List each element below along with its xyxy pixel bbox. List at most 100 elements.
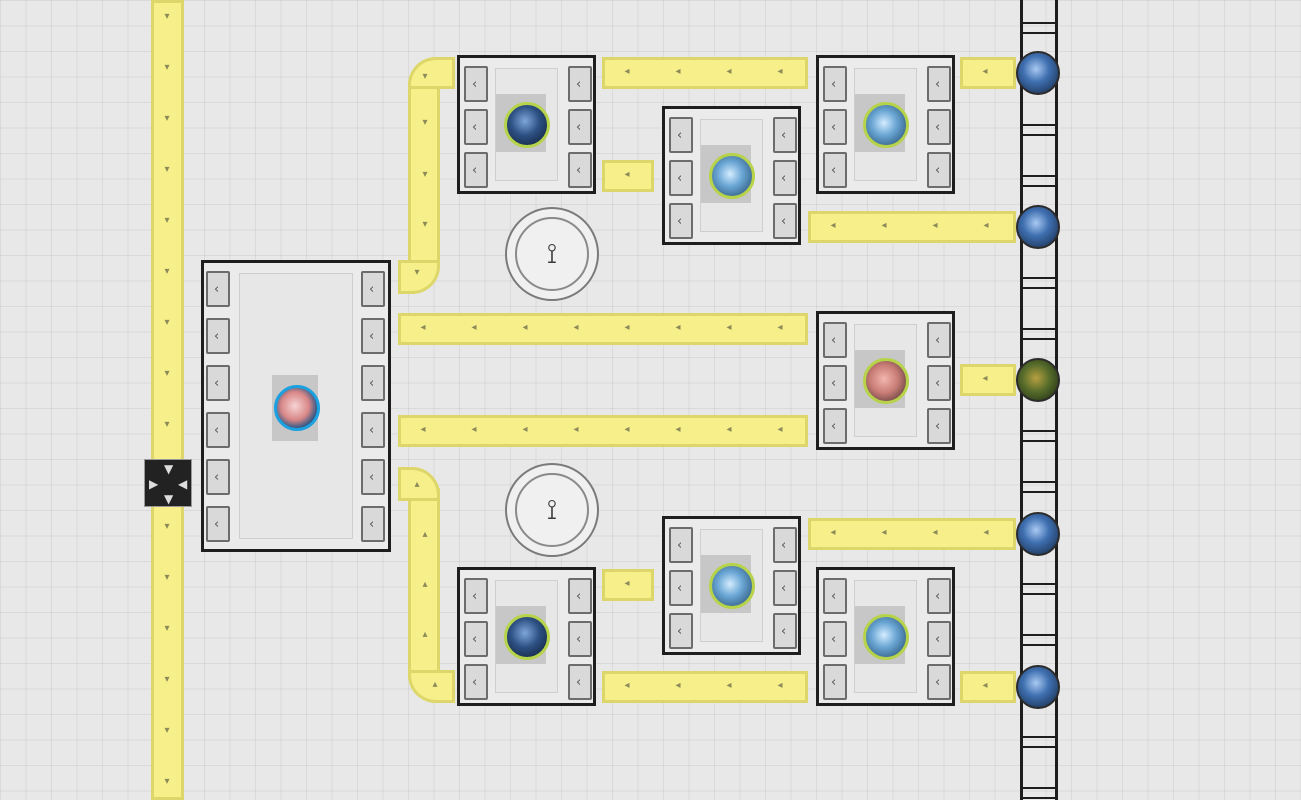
resource-port-2[interactable]: [1016, 205, 1060, 249]
belt-arrow-icon: ◂: [982, 66, 988, 77]
machine-slot[interactable]: ‹: [206, 271, 230, 307]
belt-bot-3[interactable]: [602, 671, 808, 703]
resource-port-5[interactable]: [1016, 665, 1060, 709]
small-machine[interactable]: ‹ ‹ ‹ ‹ ‹ ‹: [816, 567, 955, 706]
machine-slot[interactable]: ‹: [206, 318, 230, 354]
machine-slot[interactable]: ‹: [669, 613, 693, 649]
machine-slot[interactable]: ‹: [669, 570, 693, 606]
machine-slot[interactable]: ‹: [206, 365, 230, 401]
machine-slot[interactable]: ‹: [823, 408, 847, 444]
belt-top-3[interactable]: [960, 57, 1016, 89]
machine-slot[interactable]: ‹: [464, 109, 488, 145]
machine-slot[interactable]: ‹: [669, 160, 693, 196]
belt-arrow-icon: ▾: [422, 71, 428, 82]
machine-slot[interactable]: ‹: [669, 117, 693, 153]
bus-notch: [1022, 277, 1056, 289]
machine-slot[interactable]: ‹: [773, 613, 797, 649]
belt-top-4[interactable]: [808, 211, 1016, 243]
belt-lower-vertical[interactable]: [408, 488, 440, 678]
radar-hub-lower[interactable]: ⟟: [505, 463, 599, 557]
machine-slot[interactable]: ‹: [568, 152, 592, 188]
machine-slot[interactable]: ‹: [927, 109, 951, 145]
machine-slot[interactable]: ‹: [927, 578, 951, 614]
belt-arrow-icon: ▾: [164, 266, 170, 277]
machine-slot[interactable]: ‹: [568, 621, 592, 657]
machine-slot[interactable]: ‹: [823, 578, 847, 614]
machine-slot[interactable]: ‹: [568, 578, 592, 614]
machine-slot[interactable]: ‹: [361, 459, 385, 495]
belt-top-1[interactable]: [602, 57, 808, 89]
machine-slot[interactable]: ‹: [823, 322, 847, 358]
machine-slot[interactable]: ‹: [927, 408, 951, 444]
machine-slot[interactable]: ‹: [773, 117, 797, 153]
machine-slot[interactable]: ‹: [361, 506, 385, 542]
small-machine[interactable]: ‹ ‹ ‹ ‹ ‹ ‹: [816, 311, 955, 450]
machine-slot[interactable]: ‹: [361, 318, 385, 354]
machine-slot[interactable]: ‹: [464, 621, 488, 657]
machine-slot[interactable]: ‹: [773, 527, 797, 563]
machine-slot[interactable]: ‹: [568, 66, 592, 102]
machine-slot[interactable]: ‹: [361, 412, 385, 448]
chevron-left-icon: ‹: [214, 282, 220, 297]
machine-slot[interactable]: ‹: [927, 621, 951, 657]
belt-bot-2[interactable]: [602, 569, 654, 601]
belt-arrow-icon: ◂: [881, 527, 887, 538]
machine-slot[interactable]: ‹: [927, 152, 951, 188]
machine-slot[interactable]: ‹: [464, 578, 488, 614]
resource-port-3[interactable]: [1016, 358, 1060, 402]
small-machine[interactable]: ‹ ‹ ‹ ‹ ‹ ‹: [662, 516, 801, 655]
machine-slot[interactable]: ‹: [669, 527, 693, 563]
machine-slot[interactable]: ‹: [927, 365, 951, 401]
machine-slot[interactable]: ‹: [773, 160, 797, 196]
machine-slot[interactable]: ‹: [206, 459, 230, 495]
machine-slot[interactable]: ‹: [464, 152, 488, 188]
small-machine[interactable]: ‹ ‹ ‹ ‹ ‹ ‹: [662, 106, 801, 245]
machine-slot[interactable]: ‹: [361, 271, 385, 307]
small-machine[interactable]: ‹ ‹ ‹ ‹ ‹ ‹: [457, 567, 596, 706]
vertical-belt[interactable]: [151, 0, 184, 800]
machine-slot[interactable]: ‹: [927, 664, 951, 700]
machine-slot[interactable]: ‹: [927, 66, 951, 102]
machine-slot[interactable]: ‹: [464, 664, 488, 700]
splitter[interactable]: ▼ ▶ ◀ ▼: [144, 459, 192, 507]
machine-slot[interactable]: ‹: [823, 664, 847, 700]
belt-arrow-icon: ◂: [624, 66, 630, 77]
machine-slot[interactable]: ‹: [206, 412, 230, 448]
machine-slot[interactable]: ‹: [823, 152, 847, 188]
machine-slot[interactable]: ‹: [568, 664, 592, 700]
machine-slot[interactable]: ‹: [823, 365, 847, 401]
chevron-left-icon: ‹: [831, 120, 837, 135]
belt-bot-1[interactable]: [808, 518, 1016, 550]
big-machine[interactable]: [201, 260, 391, 552]
small-machine[interactable]: ‹ ‹ ‹ ‹ ‹ ‹: [457, 55, 596, 194]
small-machine[interactable]: ‹ ‹ ‹ ‹ ‹ ‹: [816, 55, 955, 194]
chevron-left-icon: ‹: [935, 376, 941, 391]
resource-port-4[interactable]: [1016, 512, 1060, 556]
belt-bot-4[interactable]: [960, 671, 1016, 703]
belt-arrow-icon: ▾: [164, 368, 170, 379]
machine-slot[interactable]: ‹: [773, 203, 797, 239]
belt-mid-1[interactable]: [398, 313, 808, 345]
machine-slot[interactable]: ‹: [823, 109, 847, 145]
machine-slot[interactable]: ‹: [206, 506, 230, 542]
belt-mid-3[interactable]: [398, 415, 808, 447]
belt-arrow-icon: ◂: [471, 322, 477, 333]
radar-hub-upper[interactable]: ⟟: [505, 207, 599, 301]
machine-slot[interactable]: ‹: [669, 203, 693, 239]
chevron-left-icon: ‹: [369, 282, 375, 297]
bus-notch: [1022, 22, 1056, 34]
belt-upper-vertical[interactable]: [408, 82, 440, 267]
belt-top-2[interactable]: [602, 160, 654, 192]
machine-slot[interactable]: ‹: [773, 570, 797, 606]
machine-slot[interactable]: ‹: [361, 365, 385, 401]
belt-arrow-icon: ◂: [675, 66, 681, 77]
resource-port-1[interactable]: [1016, 51, 1060, 95]
machine-slot[interactable]: ‹: [464, 66, 488, 102]
machine-slot[interactable]: ‹: [927, 322, 951, 358]
chevron-left-icon: ‹: [935, 77, 941, 92]
machine-slot[interactable]: ‹: [568, 109, 592, 145]
belt-mid-2[interactable]: [960, 364, 1016, 396]
machine-slot[interactable]: ‹: [823, 621, 847, 657]
machine-slot[interactable]: ‹: [823, 66, 847, 102]
